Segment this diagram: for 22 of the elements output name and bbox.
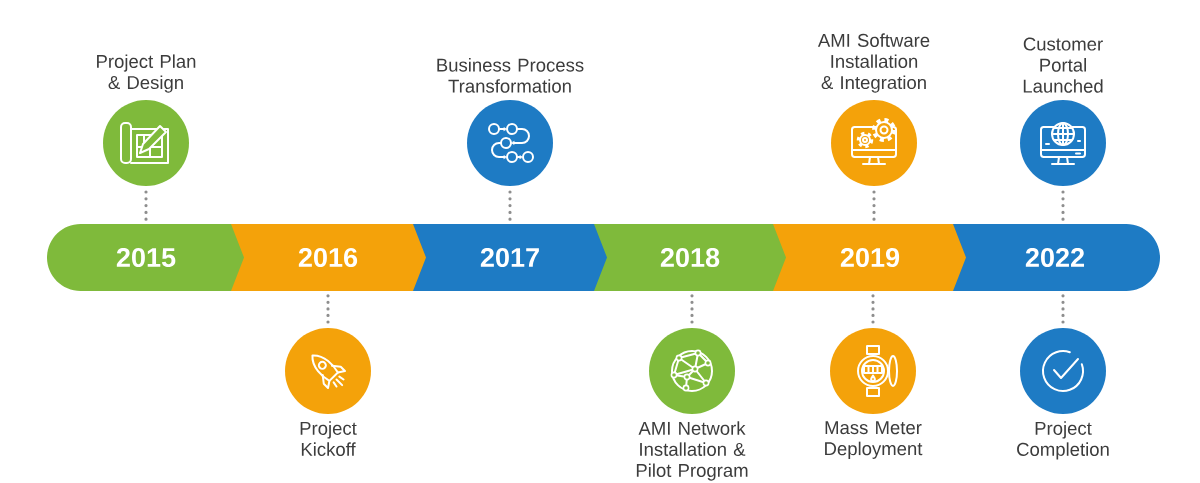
leader-line (872, 190, 876, 222)
timeline-segment: 2017 (413, 224, 608, 291)
milestone-label: Project Kickoff (300, 421, 357, 456)
milestone-label: Business Process Transformation (437, 58, 584, 93)
timeline-segment: 2015 (47, 224, 245, 291)
milestone-label: Customer Portal Launched (1023, 37, 1103, 93)
leader-line (871, 293, 875, 324)
milestone-label: Project Plan & Design (97, 54, 196, 93)
leader-line (508, 190, 512, 222)
leader-line (1061, 293, 1065, 324)
leader-line (1061, 190, 1065, 222)
milestone-label: Mass Meter Deployment (825, 421, 923, 459)
timeline-segment: 2019 (773, 224, 967, 291)
timeline-segment: 2022 (953, 224, 1160, 291)
timeline-segment: 2016 (231, 224, 427, 291)
milestone-label: Project Completion (1017, 421, 1109, 460)
milestone-label: AMI Network Installation & Pilot Program (636, 421, 748, 481)
leader-line (690, 293, 694, 324)
leader-line (144, 190, 148, 222)
milestone-label: AMI Software Installation & Integration (817, 33, 930, 93)
leader-line (326, 293, 330, 324)
timeline-segment: 2018 (594, 224, 787, 291)
